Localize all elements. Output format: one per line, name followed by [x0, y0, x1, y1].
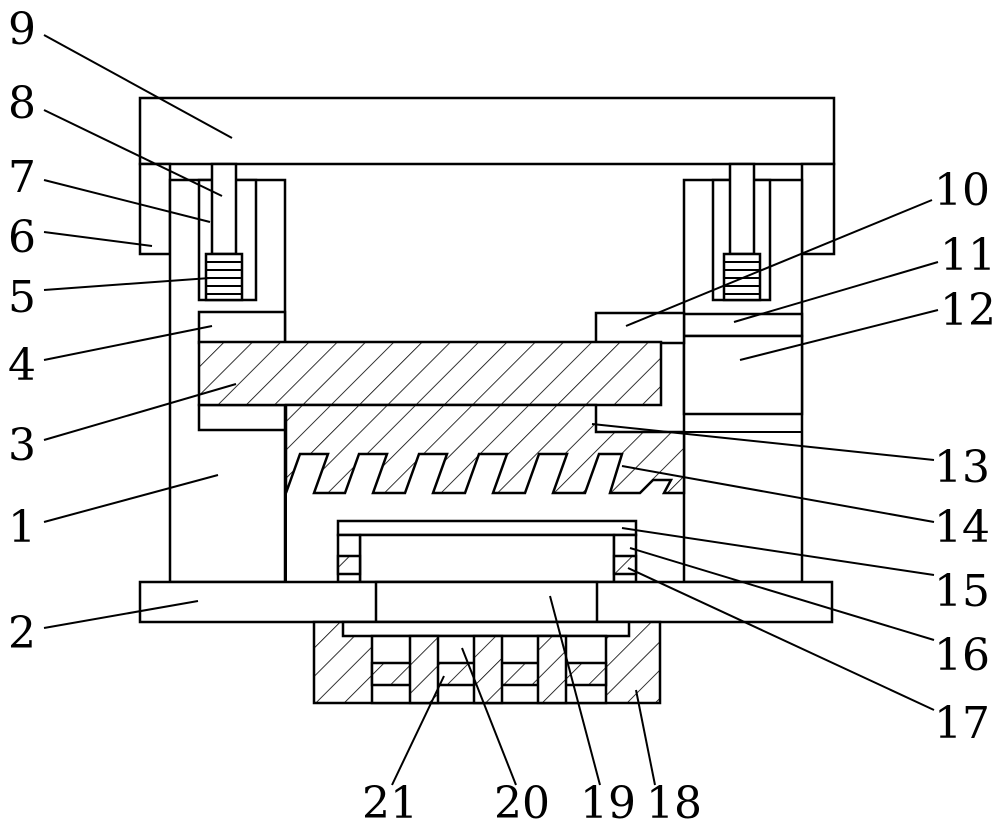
lower-die-cover: [336, 519, 638, 537]
label-17: 17: [934, 698, 990, 749]
bottom-recess: [341, 620, 631, 638]
lower-die-body: [358, 533, 616, 584]
right-guide-rod: [728, 162, 756, 256]
label-13: 13: [934, 442, 990, 493]
label-15: 15: [934, 566, 990, 617]
left-lower-slider: [197, 403, 287, 432]
right-hanger: [800, 162, 836, 256]
leader-lines: [43, 34, 939, 786]
left-hanger: [138, 162, 172, 256]
right-side-pad: [612, 554, 638, 576]
bottom-rib-2: [472, 634, 504, 705]
center-pillar: [374, 580, 599, 624]
label-8: 8: [8, 78, 36, 129]
top-plate: [138, 96, 836, 166]
right-upper-block: [682, 312, 804, 338]
label-2: 2: [8, 608, 36, 659]
label-18: 18: [646, 778, 702, 829]
label-19: 19: [580, 778, 636, 829]
pressing-plate: [197, 340, 663, 407]
label-1: 1: [8, 502, 36, 553]
bottom-rib-1: [408, 634, 440, 705]
right-small-block: [594, 311, 686, 345]
left-guide-rod: [210, 162, 238, 256]
bottom-rib-3: [536, 634, 568, 705]
label-21: 21: [362, 778, 418, 829]
label-16: 16: [934, 630, 990, 681]
label-20: 20: [494, 778, 550, 829]
label-10: 10: [934, 165, 990, 216]
left-side-pad: [336, 554, 362, 576]
right-middle-block: [682, 334, 804, 416]
left-upper-slider: [197, 310, 287, 345]
label-5: 5: [8, 272, 36, 323]
label-11: 11: [940, 230, 996, 281]
label-3: 3: [8, 420, 36, 471]
label-14: 14: [934, 502, 990, 553]
label-6: 6: [8, 212, 36, 263]
label-7: 7: [8, 152, 36, 203]
label-12: 12: [940, 285, 996, 336]
label-9: 9: [8, 4, 36, 55]
left-spring-coils: [206, 261, 242, 295]
label-4: 4: [8, 340, 36, 391]
upper-die: [284, 403, 686, 495]
